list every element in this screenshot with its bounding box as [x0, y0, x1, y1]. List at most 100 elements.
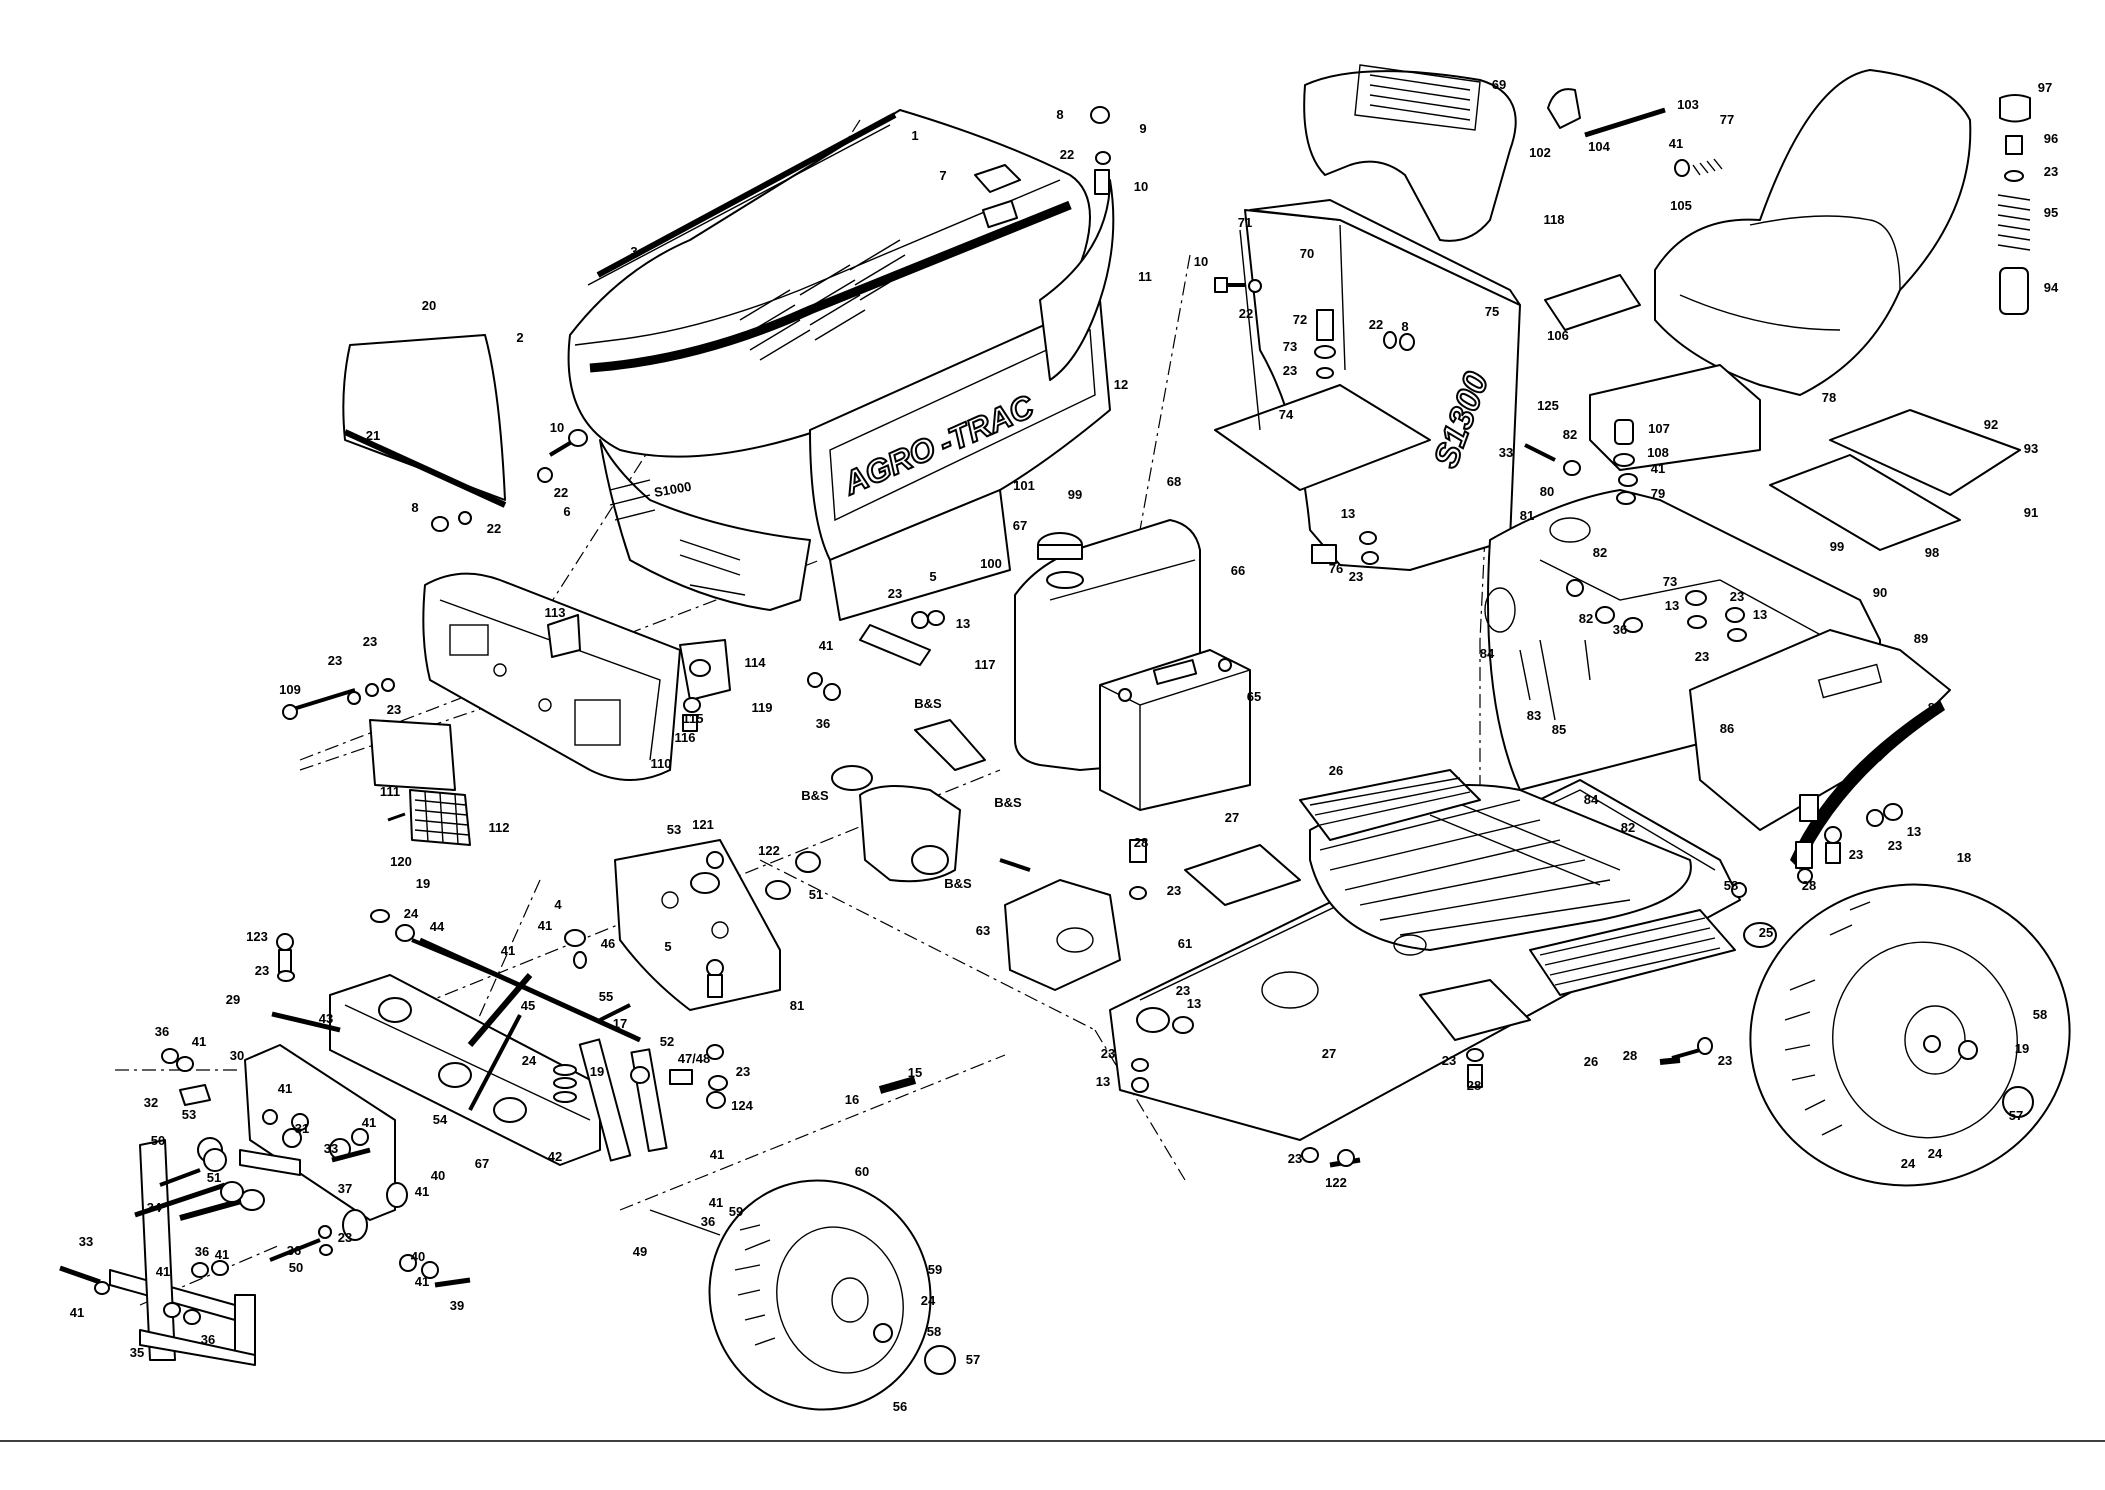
callout-15: 15	[908, 1065, 922, 1080]
callout-92: 92	[1984, 417, 1998, 432]
battery	[1099, 649, 1251, 811]
callout-65: 65	[1247, 689, 1261, 704]
callout-95: 95	[2044, 205, 2058, 220]
callout-23: 23	[736, 1064, 750, 1079]
callout-122: 122	[758, 843, 780, 858]
callout-12: 12	[1114, 377, 1128, 392]
seat-pan	[1303, 64, 1517, 242]
callout-63: 63	[976, 923, 990, 938]
callout-83: 83	[1527, 708, 1541, 723]
callout-23: 23	[1849, 847, 1863, 862]
callout-41: 41	[278, 1081, 292, 1096]
callout-41: 41	[192, 1034, 206, 1049]
muffler-guard	[1004, 879, 1121, 991]
callout-36: 36	[287, 1243, 301, 1258]
callout-107: 107	[1648, 421, 1670, 436]
callout-58: 58	[927, 1324, 941, 1339]
callout-82: 82	[1579, 611, 1593, 626]
callout-13: 13	[1341, 506, 1355, 521]
callout-19: 19	[590, 1064, 604, 1079]
callout-112: 112	[489, 820, 510, 835]
callout-59: 59	[928, 1262, 942, 1277]
callout-82: 82	[1621, 820, 1635, 835]
callout-35: 35	[130, 1345, 144, 1360]
callout-77: 77	[1720, 112, 1734, 127]
callout-73: 73	[1663, 574, 1677, 589]
callout-23: 23	[338, 1230, 352, 1245]
callout-27: 27	[1322, 1046, 1336, 1061]
front-hub-cap	[873, 1323, 956, 1375]
callout-118: 118	[1544, 212, 1565, 227]
callout-56: 56	[893, 1399, 907, 1414]
callout-33: 33	[79, 1234, 93, 1249]
callout-21: 21	[366, 428, 380, 443]
hood-trim-strips	[587, 112, 897, 286]
callout-22: 22	[554, 485, 568, 500]
callout-36: 36	[195, 1244, 209, 1259]
callout-36: 36	[1613, 622, 1627, 637]
callout-53: 53	[182, 1107, 196, 1122]
callout-66: 66	[1231, 563, 1245, 578]
callout-120: 120	[390, 854, 412, 869]
callout-104: 104	[1588, 139, 1610, 154]
callout-23: 23	[387, 702, 401, 717]
headlight-lens	[342, 334, 507, 508]
callout-86: 86	[1720, 721, 1734, 736]
callout-34: 34	[147, 1200, 162, 1215]
callout-82: 82	[1563, 427, 1577, 442]
fuel-cap	[1037, 532, 1083, 560]
callout-41: 41	[215, 1247, 229, 1262]
callout-23: 23	[363, 634, 377, 649]
callout-10: 10	[1134, 179, 1148, 194]
callout-8: 8	[411, 500, 418, 515]
callout-41: 41	[156, 1264, 170, 1279]
callout-47-48: 47/48	[678, 1051, 711, 1066]
callout-25: 25	[1759, 925, 1773, 940]
callout-119: 119	[752, 700, 773, 715]
callout-50: 50	[289, 1260, 303, 1275]
callout-91: 91	[2024, 505, 2038, 520]
callout-108: 108	[1647, 445, 1669, 460]
callout-24: 24	[404, 906, 419, 921]
callout-81: 81	[1520, 508, 1534, 523]
callout-94: 94	[2044, 280, 2059, 295]
hood-top-panel	[567, 109, 1091, 458]
callout-67: 67	[1013, 518, 1027, 533]
callout-102: 102	[1529, 145, 1551, 160]
callout-81: 81	[790, 998, 804, 1013]
callout-1: 1	[911, 128, 918, 143]
callout-18: 18	[1957, 850, 1971, 865]
callout-115: 115	[683, 711, 704, 726]
callout-23: 23	[1101, 1046, 1115, 1061]
callout-54: 54	[433, 1112, 448, 1127]
callout-41: 41	[538, 918, 552, 933]
callout-41: 41	[709, 1195, 723, 1210]
callout-31: 31	[295, 1121, 309, 1136]
callout-13: 13	[1665, 598, 1679, 613]
callout-101: 101	[1013, 478, 1035, 493]
grille-mesh	[369, 719, 471, 846]
dash-console: S1300	[1214, 199, 1521, 571]
callout-23: 23	[1442, 1053, 1456, 1068]
callout-22: 22	[1239, 306, 1253, 321]
callout-41: 41	[1669, 136, 1683, 151]
callout-41: 41	[415, 1184, 429, 1199]
callout-23: 23	[255, 963, 269, 978]
callout-5: 5	[664, 939, 671, 954]
callout-23: 23	[1718, 1053, 1732, 1068]
callout-41: 41	[415, 1274, 429, 1289]
side-decal-strip	[1039, 179, 1115, 381]
callout-23: 23	[1288, 1151, 1302, 1166]
callout-28: 28	[1467, 1078, 1481, 1093]
callout-23: 23	[1167, 883, 1181, 898]
callout-44: 44	[430, 919, 445, 934]
front-axle-beam	[329, 974, 601, 1166]
callout-9: 9	[1139, 121, 1146, 136]
callout-111: 111	[380, 784, 400, 799]
callout-125: 125	[1537, 398, 1559, 413]
callout-24: 24	[1901, 1156, 1916, 1171]
callout-122: 122	[1325, 1175, 1347, 1190]
callout-80: 80	[1540, 484, 1554, 499]
callout-19: 19	[416, 876, 430, 891]
